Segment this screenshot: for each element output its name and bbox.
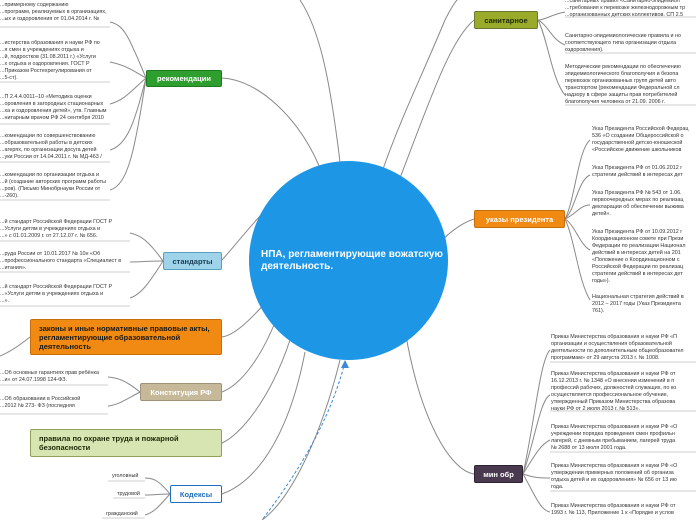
std-leaf-3[interactable]: ...й стандарт Российской Федерации ГОСТ … <box>0 284 113 304</box>
pres-leaf-4[interactable]: Указ Президента РФ от 10.09.2012 г Коорд… <box>592 229 686 284</box>
pres-leaf-1[interactable]: Указ Президента Российской Федерац 536 «… <box>592 126 689 153</box>
wire-recommendations <box>221 77 321 169</box>
topic-laws[interactable]: законы и иные нормативные правовые акты,… <box>30 319 222 355</box>
topic-min-obr[interactable]: мин обр <box>474 465 523 483</box>
wire-min-obr <box>404 329 475 475</box>
const-leaf-2[interactable]: ...Об образовании в Российской ...2012 №… <box>0 396 81 409</box>
code-item-criminal[interactable]: уголовный <box>112 473 139 479</box>
wire-safety <box>221 339 291 444</box>
wire-codes <box>221 351 306 495</box>
min-leaf-2[interactable]: Приказ Министерства образования и науки … <box>551 371 677 412</box>
rec-leaf-1[interactable]: ...примерному содержанию ...программ, ре… <box>0 2 107 22</box>
wire-sanitary <box>399 19 475 179</box>
min-leaf-4[interactable]: Приказ Министерства образования и науки … <box>551 463 678 490</box>
arrow-head-icon <box>341 360 349 368</box>
std-leaf-2[interactable]: ...руда России от 10.01.2017 № 10н «Об .… <box>0 251 122 271</box>
rec-leaf-2[interactable]: ...истерства образования и науки РФ по .… <box>0 40 100 81</box>
pres-leaf-5[interactable]: Национальная стратегия действий в 2012 –… <box>592 294 684 314</box>
pres-leaf-2[interactable]: Указ Президента РФ от 01.06.2012 г страт… <box>592 165 683 178</box>
san-leaf-2[interactable]: Санитарно-эпидемиологические правила и н… <box>565 33 681 53</box>
topic-codes[interactable]: Кодексы <box>170 485 222 503</box>
topic-sanitary[interactable]: санитарное <box>474 11 538 29</box>
rec-leaf-5[interactable]: ...комендации по организации отдыха и ..… <box>0 172 106 199</box>
topic-standards[interactable]: стандарты <box>163 252 222 270</box>
san-leaf-1[interactable]: ...санитарных правил «Санитарно-эпидемио… <box>565 0 686 18</box>
pres-leaf-3[interactable]: Указ Президента РФ № 543 от 1.06. первоо… <box>592 190 684 217</box>
topic-recommendations[interactable]: рекомендации <box>146 70 222 87</box>
wire-top-right <box>381 0 458 173</box>
min-leaf-5[interactable]: Приказ Министерства образования и науки … <box>551 503 676 516</box>
min-leaf-1[interactable]: Приказ Министерства образования и науки … <box>551 334 684 361</box>
rec-leaf-3[interactable]: ...П 2.4.4.0011–10 «Методика оценки ...о… <box>0 94 107 121</box>
min-leaf-3[interactable]: Приказ Министерства образования и науки … <box>551 424 678 451</box>
code-item-civil[interactable]: гражданский <box>106 511 138 517</box>
code-item-labor[interactable]: трудовой <box>117 491 140 497</box>
rec-leaf-4[interactable]: ...комендации по совершенствованию ...об… <box>0 133 102 160</box>
topic-constitution[interactable]: Конституция РФ <box>140 383 222 401</box>
std-leaf-1[interactable]: ...й стандарт Российской Федерации ГОСТ … <box>0 219 113 239</box>
topic-safety[interactable]: правила по охране труда и пожарной безоп… <box>30 429 222 457</box>
san-leaf-3[interactable]: Методические рекомендации по обеспечению… <box>565 64 681 105</box>
topic-president[interactable]: указы президента <box>474 210 565 228</box>
const-leaf-1[interactable]: ...Об основных гарантиях прав ребёнка ..… <box>0 370 100 383</box>
wire-constitution <box>221 319 277 393</box>
central-topic[interactable]: НПА, регламентирующие вожатскую деятельн… <box>249 161 448 360</box>
dashed-link <box>261 361 346 520</box>
